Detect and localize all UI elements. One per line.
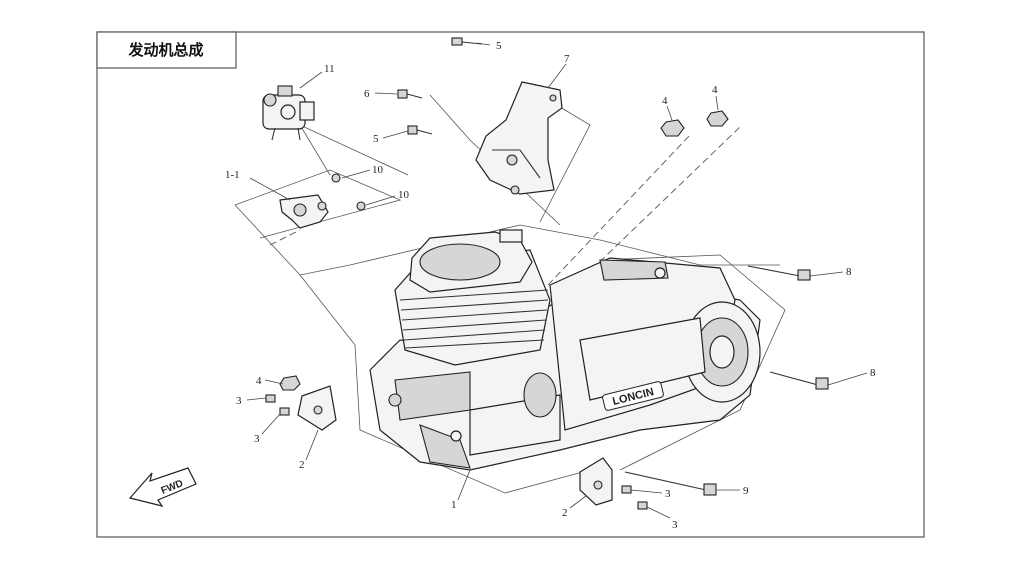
part-carburetor [262, 85, 315, 141]
part-bracket-2-left [297, 385, 337, 431]
callout-8-upper: 8 [846, 266, 852, 278]
callout-2-left: 2 [299, 459, 305, 471]
callout-5-mid: 5 [373, 133, 379, 145]
part-nut-10a [331, 173, 341, 183]
part-nut-10b [356, 201, 366, 211]
group-line-7 [429, 94, 561, 226]
part-bolt-8-upper [747, 265, 811, 281]
part-bolt-5-top [451, 37, 483, 46]
diagram-title: 发动机总成 [127, 41, 203, 59]
callout-4-lower: 4 [256, 375, 262, 387]
callout-10-lower: 10 [398, 189, 410, 201]
callouts: 5 7 11 6 5 4 4 1-1 10 10 8 8 4 3 3 2 1 2… [225, 40, 876, 531]
fwd-arrow-icon: FWD [128, 467, 197, 507]
callout-8-lower: 8 [870, 367, 876, 379]
part-bolt-8-lower [769, 371, 829, 390]
callout-6: 6 [364, 88, 370, 100]
diagram-frame [96, 31, 925, 538]
part-screw-3a [265, 394, 276, 403]
part-chain-cover [475, 81, 563, 195]
callout-9: 9 [743, 485, 749, 497]
group-line-10 [234, 169, 402, 239]
dash-line-b [559, 124, 743, 301]
callout-3-right-upper: 3 [665, 488, 671, 500]
group-line-1 [299, 274, 591, 494]
group-line-11 [298, 124, 409, 176]
part-nut-4-left [660, 119, 685, 137]
callout-1: 1 [451, 499, 457, 511]
part-bolt-6 [397, 89, 423, 99]
callout-4-right: 4 [712, 84, 718, 96]
part-intake-manifold [279, 194, 329, 229]
callout-3-right-lower: 3 [672, 519, 678, 531]
group-line-right [599, 254, 786, 471]
part-bolt-5-mid [407, 125, 433, 135]
dash-line-a [547, 134, 691, 286]
part-engine-assembly [369, 229, 761, 471]
part-bolt-9 [624, 471, 717, 496]
leader-lines [246, 42, 868, 519]
callout-11: 11 [324, 63, 335, 75]
callout-7: 7 [564, 53, 570, 65]
part-screw-3c [621, 485, 632, 494]
callout-4-left: 4 [662, 95, 668, 107]
part-screw-3d [637, 501, 648, 510]
dash-line-c [269, 229, 301, 246]
part-nut-4-lower [279, 375, 301, 391]
title-box [96, 31, 237, 69]
callout-5-top: 5 [496, 40, 502, 52]
part-bracket-2-right [579, 457, 613, 506]
part-screw-3b [279, 407, 290, 416]
part-nut-4-right [706, 110, 729, 127]
callout-2-right: 2 [562, 507, 568, 519]
callout-10-upper: 10 [372, 164, 384, 176]
callout-3-left-upper: 3 [236, 395, 242, 407]
callout-3-left-lower: 3 [254, 433, 260, 445]
callout-1-1: 1-1 [225, 169, 240, 181]
